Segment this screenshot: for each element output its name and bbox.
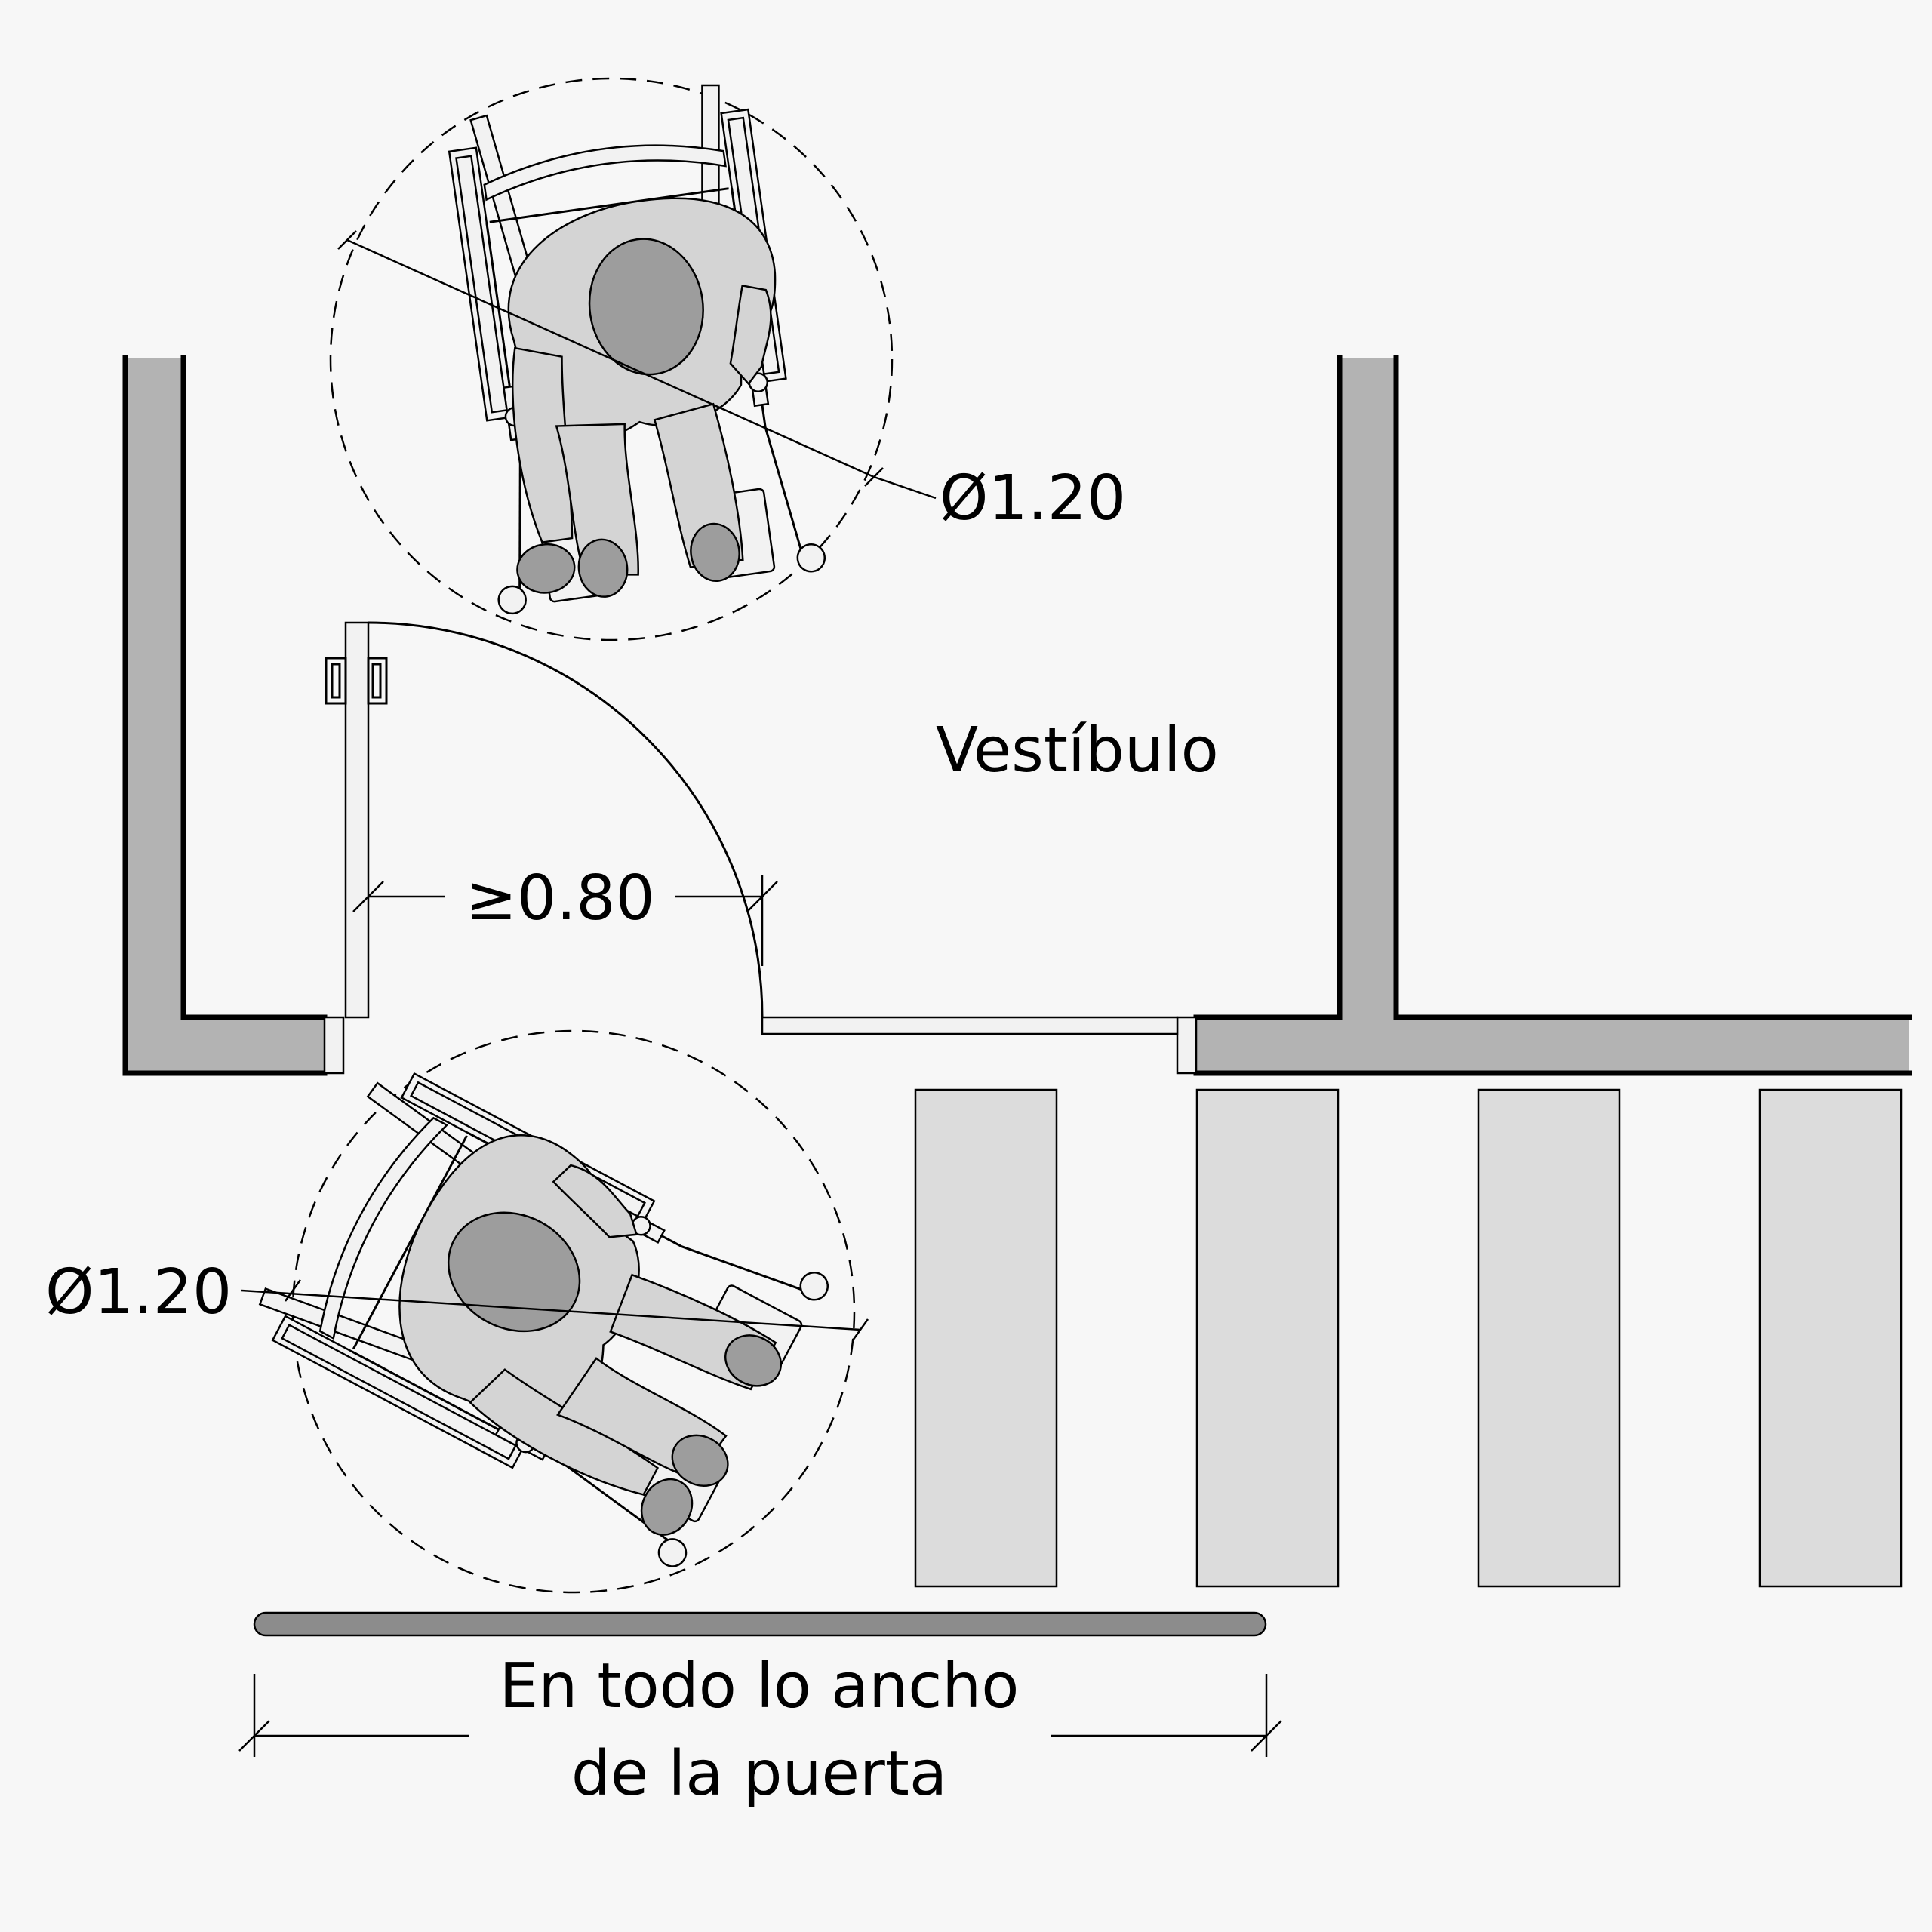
room-label: Vestíbulo xyxy=(936,715,1219,786)
tactile-warning-strip xyxy=(253,1611,1267,1637)
diameter-label-top: Ø1.20 xyxy=(940,463,1126,534)
door-swing-arc xyxy=(368,621,764,1018)
floor-stripe xyxy=(1195,1088,1340,1588)
floor-stripe xyxy=(1477,1088,1621,1588)
right-door-jamb xyxy=(1176,1016,1198,1075)
wheelchair-user-top xyxy=(329,76,937,641)
clear-width-label: ≥0.80 xyxy=(465,863,654,934)
diameter-line-top xyxy=(346,238,875,478)
door-width-dimension xyxy=(238,1674,1282,1757)
wheelchair-user-bottom xyxy=(238,1029,869,1594)
fixed-door-leaf xyxy=(761,1016,1179,1035)
clear-width-dimension xyxy=(352,875,778,966)
note-line-1: En todo lo ancho xyxy=(500,1651,1020,1722)
left-wall xyxy=(125,358,325,1073)
swing-door-leaf xyxy=(344,621,370,1019)
diameter-line-bottom xyxy=(241,1289,861,1331)
floor-stripe xyxy=(914,1088,1058,1588)
right-vertical-wall xyxy=(1196,358,1909,1073)
left-door-jamb xyxy=(323,1016,345,1075)
turning-circle-top xyxy=(329,77,894,641)
floor-stripe xyxy=(1758,1088,1903,1588)
diameter-label-bottom: Ø1.20 xyxy=(45,1257,232,1328)
note-line-2: de la puerta xyxy=(571,1738,947,1810)
door-handle xyxy=(325,657,347,705)
